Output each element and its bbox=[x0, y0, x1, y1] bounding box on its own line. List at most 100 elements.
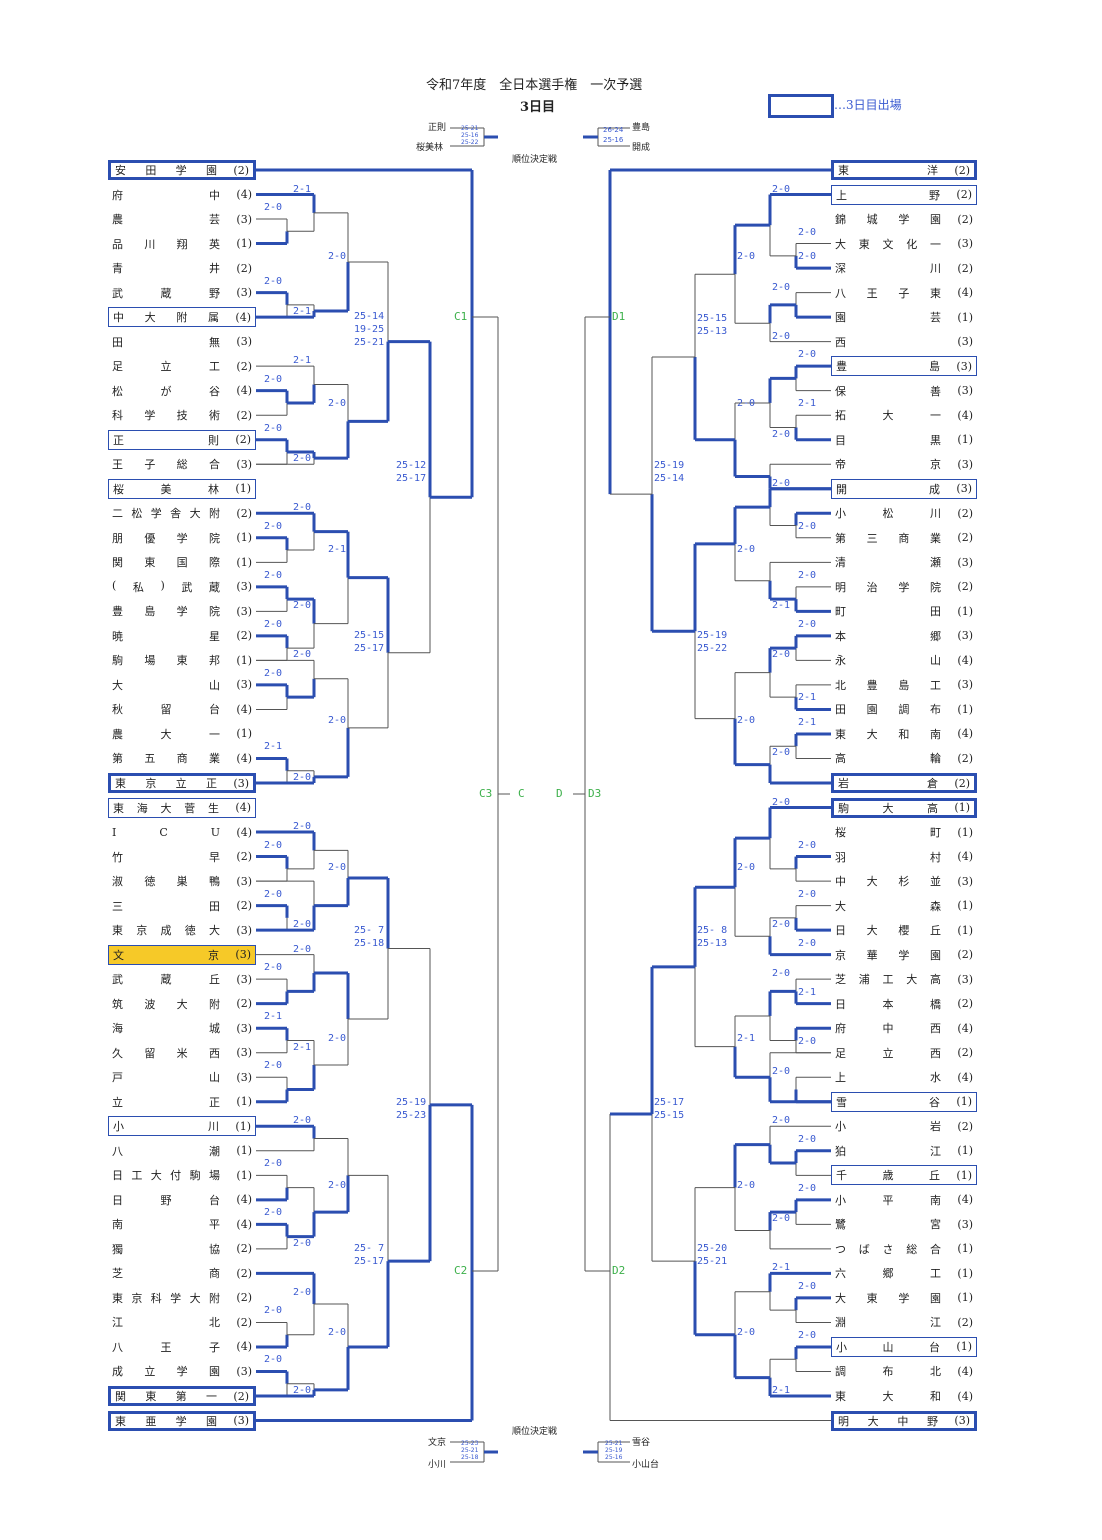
team-seed: (3) bbox=[957, 384, 973, 398]
team-name-char: 永 bbox=[835, 654, 846, 668]
placement-bottom-right-score-2: 25-19 bbox=[605, 1447, 623, 1454]
team-name-char: 附 bbox=[176, 311, 188, 325]
team-name-char: 小 bbox=[836, 1340, 847, 1354]
team-seed: (2) bbox=[957, 1315, 973, 1329]
team-name-char: 文 bbox=[113, 948, 124, 962]
left-team-row: 農芸(3) bbox=[108, 209, 256, 229]
left-r1-score: 2-0 bbox=[264, 1305, 283, 1317]
right-r3-score: 2-0 bbox=[737, 715, 756, 726]
team-name-char: 立 bbox=[144, 1365, 156, 1379]
team-name-char: 業 bbox=[208, 752, 220, 766]
team-seed: (3) bbox=[957, 874, 973, 888]
team-name: 桜美林 bbox=[109, 481, 225, 497]
right-r1-score: 2-0 bbox=[798, 937, 817, 949]
left-r2-score: 2-1 bbox=[293, 1041, 312, 1053]
team-name-char: 菅 bbox=[184, 801, 196, 815]
team-seed: (1) bbox=[957, 702, 973, 716]
team-name-char: 園 bbox=[208, 1365, 220, 1379]
team-name-char: 正 bbox=[205, 777, 217, 790]
team-name: 上水 bbox=[831, 1069, 947, 1085]
team-name-char: 野 bbox=[926, 1414, 938, 1428]
team-name: 開成 bbox=[832, 481, 946, 497]
team-name-char: 豊 bbox=[866, 678, 878, 692]
team-name: 町田 bbox=[831, 603, 947, 619]
team-name-char: 総 bbox=[906, 1242, 918, 1256]
team-name-char: 黒 bbox=[930, 433, 941, 447]
team-seed: (1) bbox=[956, 1095, 972, 1109]
team-name-char: 一 bbox=[209, 727, 220, 741]
placement-bottom-left-team-b: 小川 bbox=[428, 1460, 447, 1470]
team-seed: (1) bbox=[236, 1095, 252, 1109]
left-r2-score: 2-1 bbox=[293, 355, 312, 367]
left-r1-score: 2-0 bbox=[264, 1354, 283, 1366]
team-name-char: 立 bbox=[160, 360, 172, 374]
team-name-char: 桜 bbox=[113, 482, 124, 496]
team-name-char: 正 bbox=[113, 433, 124, 447]
team-seed: (2) bbox=[236, 1315, 252, 1329]
team-name-char: 錦 bbox=[835, 213, 846, 227]
round-label-c2: C2 bbox=[454, 1264, 468, 1277]
team-name-char: 西 bbox=[930, 1046, 941, 1060]
right-team-row: 東大和南(4) bbox=[831, 724, 977, 744]
right-team-row: 日本橋(2) bbox=[831, 994, 977, 1014]
team-name-char: 二 bbox=[112, 507, 123, 521]
right-team-row: 本郷(3) bbox=[831, 626, 977, 646]
page-subtitle: 3日目 bbox=[520, 100, 556, 115]
team-name-char: 関 bbox=[112, 556, 123, 570]
team-name: 日本橋 bbox=[831, 996, 947, 1012]
team-name-char: 工 bbox=[209, 360, 220, 374]
team-name: 東大和南 bbox=[831, 726, 947, 742]
team-name-char: 三 bbox=[866, 531, 878, 545]
right-r2-score: 2-0 bbox=[772, 1115, 791, 1127]
left-r3-score: 2-1 bbox=[328, 544, 347, 555]
left-team-row: 淑徳巣鴨(3) bbox=[108, 871, 256, 891]
right-team-row: 岩倉(2) bbox=[831, 773, 977, 793]
left-team-row: 文京(3) bbox=[108, 944, 256, 965]
team-name-char: 羽 bbox=[835, 850, 846, 864]
team-seed: (2) bbox=[235, 433, 251, 447]
right-r2-score: 2-0 bbox=[772, 747, 791, 759]
team-name: 日工大付駒場 bbox=[108, 1167, 226, 1183]
team-name-char: 岩 bbox=[838, 777, 849, 790]
right-r1-score: 2-0 bbox=[798, 1133, 817, 1145]
left-team-row: 科学技術(2) bbox=[108, 405, 256, 425]
team-name-char: 狛 bbox=[835, 1144, 846, 1158]
team-name-char: 上 bbox=[835, 1071, 846, 1085]
team-name-char: 大 bbox=[176, 997, 188, 1011]
team-seed: (2) bbox=[233, 163, 249, 177]
team-name-char: 川 bbox=[930, 507, 941, 521]
team-name-char: 成 bbox=[929, 482, 940, 496]
team-name-char: I bbox=[112, 825, 117, 839]
left-team-row: 八潮(1) bbox=[108, 1141, 256, 1161]
left-r1-score: 2-0 bbox=[264, 1207, 283, 1219]
team-name-char: 京 bbox=[930, 458, 941, 472]
left-team-row: 中大附属(4) bbox=[108, 307, 256, 328]
team-name-char: 八 bbox=[112, 1340, 123, 1354]
team-name-char: 米 bbox=[176, 1046, 188, 1060]
team-name-char: 平 bbox=[209, 1218, 220, 1232]
placement-label-top: 順位決定戦 bbox=[512, 155, 558, 165]
team-name-char: 大 bbox=[866, 924, 878, 938]
right-team-row: 高輪(2) bbox=[831, 748, 977, 768]
right-team-row: 拓大一(4) bbox=[831, 405, 977, 425]
team-seed: (3) bbox=[957, 972, 973, 986]
right-r1-score: 2-0 bbox=[798, 839, 817, 851]
team-name-char: 日 bbox=[835, 924, 846, 938]
left-r3-score: 2-0 bbox=[328, 251, 347, 262]
team-name-char: 科 bbox=[112, 409, 123, 423]
right-team-row: 小松川(2) bbox=[831, 503, 977, 523]
team-name-char: 子 bbox=[144, 458, 156, 472]
team-name-char: 商 bbox=[898, 531, 910, 545]
team-name-char: 山 bbox=[882, 1340, 894, 1354]
left-r1-score: 2-0 bbox=[264, 962, 283, 974]
left-r1-score: 2-0 bbox=[264, 202, 283, 214]
placement-bottom-left-score-1: 25-23 bbox=[461, 1440, 479, 1447]
team-name-char: 櫻 bbox=[898, 924, 910, 938]
team-name-char: 川 bbox=[930, 262, 941, 276]
team-seed: (2) bbox=[957, 1119, 973, 1133]
team-name: 海城 bbox=[108, 1020, 226, 1036]
team-name: 科学技術 bbox=[108, 407, 226, 423]
team-name-char: 城 bbox=[209, 1022, 220, 1036]
right-r1-score: 2-0 bbox=[798, 1182, 817, 1194]
team-name-char: 院 bbox=[208, 605, 220, 619]
